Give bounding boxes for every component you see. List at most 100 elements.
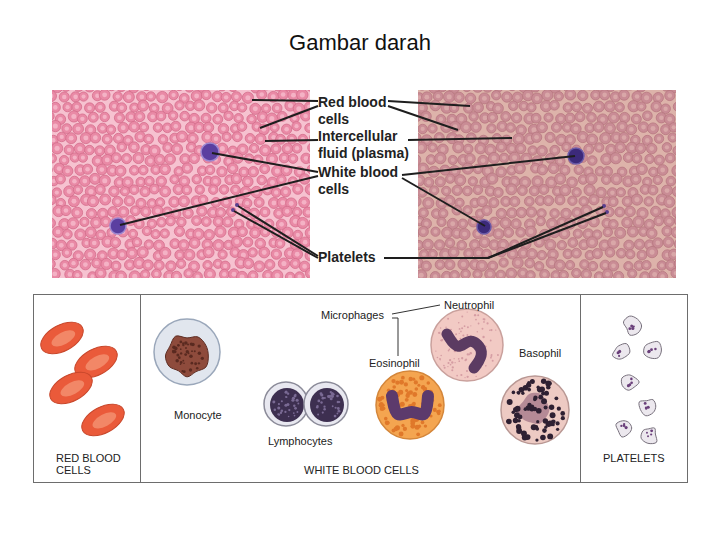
cell-center (580, 93, 585, 98)
cell-body (80, 217, 89, 226)
cell-center (574, 105, 578, 109)
red-blood-cell (135, 111, 145, 121)
cell-body (257, 175, 267, 185)
cell-center (439, 117, 443, 121)
red-blood-cell (453, 142, 464, 153)
cell-center (645, 114, 649, 118)
red-blood-cell (298, 134, 308, 144)
cell-center (468, 156, 473, 161)
cell-center (58, 117, 63, 122)
red-blood-cell (502, 92, 512, 102)
cell-center (257, 264, 262, 269)
cell-center (540, 125, 545, 130)
cell-body (129, 185, 139, 195)
cell-body (646, 143, 656, 153)
cell-body (463, 144, 473, 154)
cell-center (139, 180, 143, 184)
red-blood-cell (514, 163, 525, 174)
cell-center (222, 272, 226, 276)
cell-center (675, 168, 676, 173)
cell-body (113, 92, 122, 101)
red-blood-cell (184, 269, 193, 278)
red-blood-cell (632, 91, 642, 101)
cell-center (71, 199, 76, 204)
cell-center (641, 125, 646, 130)
red-blood-cell (461, 122, 472, 133)
cell-center (490, 176, 495, 181)
cell-body (243, 258, 254, 269)
cell-body (213, 216, 223, 226)
red-blood-cell (643, 111, 653, 121)
cell-center (448, 177, 452, 181)
cell-center (207, 272, 212, 277)
cell-body (514, 163, 525, 174)
red-blood-cell (72, 102, 82, 112)
cell-body (97, 164, 108, 175)
cell-center (210, 210, 215, 215)
cell-body (75, 229, 86, 240)
cell-center (263, 210, 267, 214)
red-blood-cell (95, 184, 105, 194)
cell-center (225, 220, 230, 225)
cell-center (240, 147, 245, 152)
cell-body (139, 122, 148, 131)
cell-body (245, 133, 255, 143)
cell-center (421, 166, 426, 171)
cell-body (605, 123, 616, 134)
cell-body (52, 195, 56, 205)
cell-center (502, 156, 506, 160)
red-blood-cell (487, 112, 497, 122)
cell-body (165, 154, 176, 165)
cell-body (231, 92, 241, 102)
cell-body (422, 92, 433, 103)
cell-body (507, 90, 517, 91)
red-blood-cell (64, 186, 75, 197)
red-blood-cell (608, 112, 619, 123)
cell-body (468, 177, 477, 186)
cell-body (276, 134, 286, 144)
cell-body (227, 163, 238, 174)
red-blood-cell (209, 185, 218, 194)
cell-center (292, 116, 296, 120)
cell-center (53, 252, 58, 257)
cell-center (147, 179, 151, 183)
red-blood-cell (140, 186, 150, 196)
cell-center (253, 231, 258, 236)
cell-body (141, 207, 151, 217)
red-blood-cell (52, 250, 60, 260)
red-blood-cell (223, 217, 233, 227)
red-blood-cell (87, 196, 98, 207)
micrograph-right (418, 90, 676, 278)
red-blood-cell (52, 195, 56, 205)
cell-body (593, 101, 604, 112)
cell-center (190, 136, 195, 141)
cell-body (176, 131, 187, 142)
cell-center (161, 137, 165, 141)
red-blood-cell (77, 114, 87, 124)
cell-center (67, 189, 72, 194)
red-blood-cell (282, 124, 292, 134)
red-blood-cell (265, 259, 275, 269)
red-blood-cell (133, 152, 144, 163)
cell-center (198, 188, 202, 192)
red-blood-cell (197, 206, 207, 216)
cell-center (150, 114, 155, 119)
cell-center (180, 134, 185, 139)
red-blood-cell (100, 112, 109, 121)
cell-center (152, 106, 156, 110)
cell-center (600, 117, 605, 122)
cell-body (237, 122, 247, 132)
cell-body (502, 92, 512, 102)
red-blood-cell (443, 91, 454, 102)
cell-body (223, 217, 233, 227)
cell-center (206, 250, 211, 255)
cell-center (500, 124, 505, 129)
cell-center (59, 243, 64, 248)
cell-body (292, 122, 301, 131)
cell-center (81, 156, 85, 160)
cell-body (662, 143, 672, 153)
cell-center (568, 116, 573, 121)
cell-body (79, 92, 88, 101)
cell-center (285, 146, 290, 151)
cell-body (643, 111, 653, 121)
